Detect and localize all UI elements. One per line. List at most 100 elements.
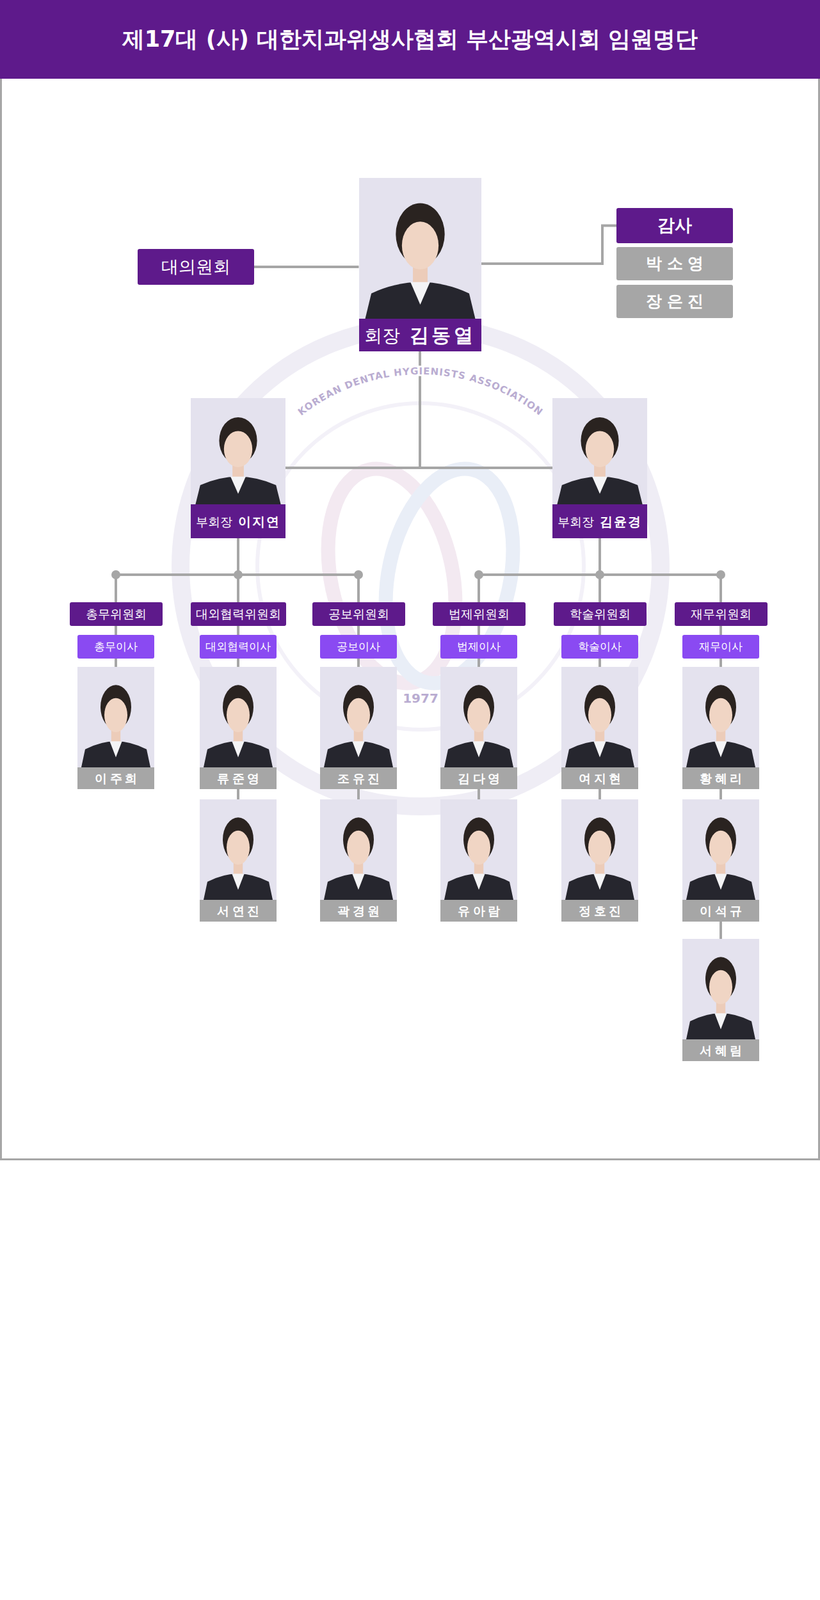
role-title: 회장	[364, 325, 401, 347]
portrait-photo	[440, 799, 518, 901]
shoulders	[686, 1013, 756, 1040]
label-text: 여지현	[575, 771, 625, 786]
photo-background	[320, 667, 397, 768]
person-card: 부회장김윤경	[552, 398, 648, 539]
face	[224, 430, 253, 467]
label-text: 류준영	[213, 771, 263, 787]
portrait-photo	[682, 799, 760, 901]
label-text: 이석규	[696, 903, 746, 919]
name-label: 김다영	[440, 767, 518, 790]
label-text: 재무이사	[699, 640, 743, 653]
label-text: 학술이사	[578, 640, 622, 653]
org-box: 학술위원회	[553, 602, 647, 627]
watermark-text: KOREAN DENTAL HYGIENISTS ASSOCIATION	[295, 365, 546, 419]
org-box: 대외협력이사	[199, 635, 277, 659]
face	[709, 970, 733, 1005]
org-box: 총무위원회	[69, 602, 163, 627]
org-box: 공보이사	[320, 635, 397, 659]
junction-dot	[233, 570, 243, 580]
person-card: 서혜림	[682, 939, 760, 1062]
face	[104, 698, 128, 733]
role-title: 부회장	[557, 514, 595, 529]
label-text: 조유진	[334, 771, 383, 787]
connector	[236, 626, 240, 636]
connector	[477, 626, 481, 636]
label-text: 장은진	[641, 291, 709, 312]
person-card: 류준영	[199, 667, 277, 790]
label-text: 류준영	[213, 771, 263, 786]
label-text: 곽경원	[334, 903, 383, 919]
face	[226, 698, 250, 733]
shoulders	[556, 476, 643, 505]
connector	[478, 538, 600, 603]
org-box: 감사	[616, 208, 733, 244]
label-text: 이석규	[696, 903, 746, 918]
connector	[238, 538, 359, 603]
portrait-photo	[440, 667, 518, 768]
person-card: 정호진	[561, 799, 639, 922]
name-label: 조유진	[320, 767, 397, 790]
face	[709, 830, 733, 865]
org-box: 재무이사	[682, 635, 760, 659]
person-card: 서연진	[199, 799, 277, 922]
portrait-photo	[561, 799, 639, 901]
label-text: 학술이사	[578, 640, 622, 653]
box-label: 대외협력이사	[199, 635, 277, 659]
label-text: 대외협력이사	[205, 640, 271, 653]
connector	[236, 658, 240, 668]
collar	[714, 741, 727, 758]
face	[346, 698, 370, 733]
collar	[231, 873, 244, 890]
portrait-photo	[552, 398, 648, 505]
label-text: 황혜리	[696, 771, 746, 787]
photo-background	[199, 799, 277, 901]
face	[585, 430, 614, 467]
box-label: 대외협력위원회	[190, 602, 287, 627]
name-label: 유아람	[440, 900, 518, 922]
watermark-heart	[367, 457, 532, 696]
box-label: 총무이사	[77, 635, 155, 659]
connector	[598, 658, 602, 668]
name-label: 류준영	[199, 767, 277, 790]
connector	[357, 658, 360, 668]
label-text: 학술위원회	[569, 606, 631, 621]
org-box: 재무위원회	[674, 602, 768, 627]
name-label: 정호진	[561, 900, 639, 922]
label-text: 서연진	[213, 903, 263, 918]
face	[346, 830, 370, 865]
person-card: 이주희	[77, 667, 155, 790]
portrait-photo	[190, 398, 286, 505]
face	[588, 830, 612, 865]
label-text: 여지현	[575, 771, 625, 787]
connector	[477, 658, 481, 668]
photo-background	[320, 799, 397, 901]
label-text: 법제이사	[457, 640, 501, 653]
label-text: 김다영	[454, 771, 504, 786]
connector	[285, 351, 420, 468]
label-text: 재무이사	[699, 640, 743, 653]
person-card: 조유진	[320, 667, 397, 790]
org-box: 총무이사	[77, 635, 155, 659]
label-text: 공보위원회	[328, 606, 390, 622]
collar	[410, 282, 431, 305]
label-text: 이주희	[91, 771, 141, 786]
face	[401, 221, 438, 270]
label-text: 부회장김윤경	[557, 514, 643, 530]
person-card: 여지현	[561, 667, 639, 790]
name-label: 곽경원	[320, 900, 397, 922]
label-text: 공보위원회	[328, 606, 390, 621]
label-text: 학술위원회	[569, 606, 631, 622]
collar	[714, 873, 727, 890]
org-box: 박소영	[616, 247, 733, 281]
portrait-photo	[359, 177, 482, 319]
person-card: 곽경원	[320, 799, 397, 922]
label-text: 총무이사	[94, 640, 138, 653]
collar	[230, 476, 246, 495]
label-text: 황혜리	[696, 771, 746, 786]
name-label: 서연진	[199, 900, 277, 922]
collar	[109, 741, 122, 758]
connector	[236, 789, 240, 800]
title-bar: 제17대 (사) 대한치과위생사협회 부산광역시회 임원명단	[0, 0, 820, 79]
box-label: 법제위원회	[432, 602, 526, 627]
name-label: 황혜리	[682, 767, 760, 790]
